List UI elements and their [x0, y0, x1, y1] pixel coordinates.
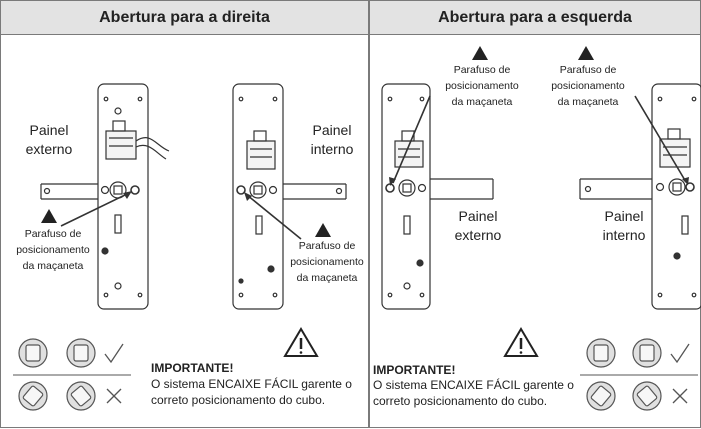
- important-title: IMPORTANTE!: [373, 363, 456, 377]
- screw-arrow-right: [634, 95, 687, 183]
- external-panel-label: Painel externo: [454, 208, 502, 243]
- important-text: O sistema ENCAIXE FÁCIL garente o corret…: [151, 377, 352, 407]
- external-lock-plate: [381, 83, 494, 310]
- cylinder-icon-wrong-2: [66, 381, 96, 411]
- important-title: IMPORTANTE!: [151, 361, 234, 375]
- screw-label-left: Parafuso de posicionamento da maçaneta: [16, 228, 90, 272]
- warning-icon: [315, 223, 331, 237]
- warning-icon: [472, 46, 488, 60]
- cylinder-icon-r: [66, 338, 96, 368]
- external-lock-plate: [40, 83, 170, 310]
- external-panel-label: Painel externo: [25, 122, 73, 157]
- screw-label-left: Parafuso de posicionamento da maçaneta: [445, 64, 519, 108]
- cross-icon: [106, 388, 122, 404]
- warning-icon: [41, 209, 57, 223]
- internal-panel-label: Painel interno: [310, 122, 354, 157]
- left-opening-panel: Abertura para a esquerda: [369, 0, 701, 428]
- cylinder-icon-l: [18, 338, 48, 368]
- right-opening-panel: Abertura para a direita: [0, 0, 369, 428]
- check-icon: [670, 343, 690, 364]
- screw-label-right: Parafuso de posicionamento da maçaneta: [551, 64, 625, 108]
- cylinder-icon-wrong-2: [632, 381, 662, 411]
- internal-lock-plate: [579, 83, 701, 310]
- cylinder-icon-l: [586, 338, 616, 368]
- cylinder-icon-wrong-1: [18, 381, 48, 411]
- right-opening-title: Abertura para a direita: [1, 1, 368, 35]
- internal-lock-plate: [232, 83, 347, 310]
- warning-icon: [283, 327, 319, 357]
- screw-arrow-right: [246, 194, 302, 240]
- important-text: O sistema ENCAIXE FÁCIL garente o corret…: [373, 378, 574, 408]
- internal-panel-label: Painel interno: [602, 208, 646, 243]
- external-hole: [101, 247, 109, 255]
- left-opening-title: Abertura para a esquerda: [370, 1, 700, 35]
- screw-arrow-left: [392, 95, 431, 184]
- cross-icon: [672, 388, 688, 404]
- cylinder-icon-wrong-1: [586, 381, 616, 411]
- cylinder-icon-r: [632, 338, 662, 368]
- warning-icon: [503, 327, 539, 357]
- check-icon: [104, 343, 124, 364]
- screw-arrow-left: [60, 192, 130, 227]
- right-opening-drawing: [13, 83, 347, 411]
- screw-label-right: Parafuso de posicionamento da maçaneta: [290, 240, 364, 284]
- left-opening-drawing: [381, 46, 701, 411]
- warning-icon: [578, 46, 594, 60]
